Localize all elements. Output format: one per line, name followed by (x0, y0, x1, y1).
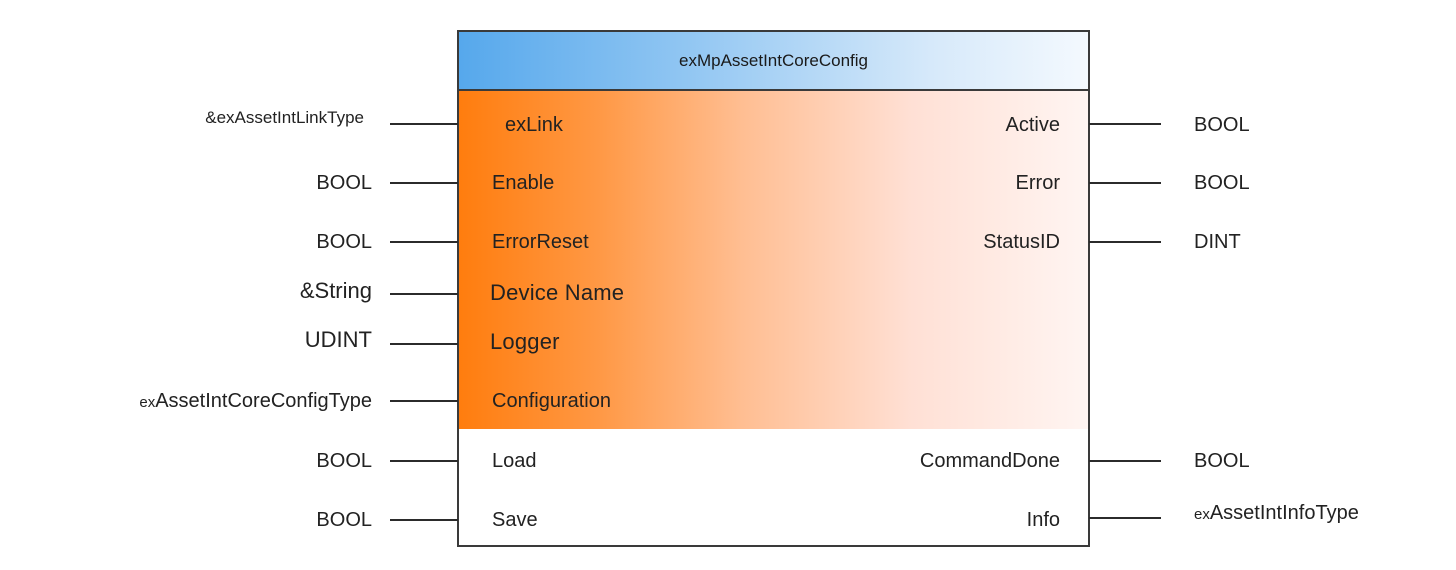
output-wire-active (1089, 123, 1161, 125)
input-wire-save (390, 519, 458, 521)
input-type-enable: BOOL (316, 172, 372, 194)
output-wire-commanddone (1089, 460, 1161, 462)
output-pin-commanddone: CommandDone (919, 450, 1060, 472)
input-wire-errorreset (390, 241, 458, 243)
output-pin-statusid: StatusID (983, 231, 1060, 253)
output-pin-active: Active (1005, 114, 1060, 136)
input-pin-logger: Logger (490, 329, 560, 354)
input-pin-device-name: Device Name (490, 280, 625, 305)
input-type-errorreset: BOOL (316, 231, 372, 253)
input-wire-logger (390, 343, 458, 345)
input-type-device-name: &String (299, 278, 372, 303)
output-wire-info (1089, 517, 1161, 519)
input-wire-exlink (390, 123, 458, 125)
input-type-load: BOOL (316, 450, 372, 472)
function-block: exMpAssetIntCoreConfig (457, 30, 1090, 547)
input-wire-configuration (390, 400, 458, 402)
input-wire-device-name (390, 293, 458, 295)
input-type-exlink: &exAssetIntLinkType (205, 108, 364, 127)
output-type-statusid: DINT (1194, 231, 1241, 253)
input-pin-enable: Enable (492, 172, 555, 194)
input-wire-load (390, 460, 458, 462)
output-pin-error: Error (1015, 172, 1060, 194)
output-wire-statusid (1089, 241, 1161, 243)
input-pin-save: Save (492, 509, 538, 531)
input-type-logger: UDINT (304, 327, 372, 352)
input-pin-errorreset: ErrorReset (492, 231, 589, 253)
input-pin-configuration: Configuration (492, 390, 611, 412)
block-parameter-region (459, 91, 1088, 429)
output-wire-error (1089, 182, 1161, 184)
input-pin-load: Load (492, 450, 537, 472)
output-pin-info: Info (1026, 509, 1060, 531)
output-type-info: exAssetIntInfoType (1194, 502, 1359, 524)
output-type-error: BOOL (1194, 172, 1250, 194)
input-type-configuration: exAssetIntCoreConfigType (139, 390, 372, 412)
block-title: exMpAssetIntCoreConfig (459, 32, 1088, 91)
input-type-save: BOOL (316, 509, 372, 531)
input-pin-exlink: exLink (505, 114, 563, 136)
output-type-commanddone: BOOL (1194, 450, 1250, 472)
input-wire-enable (390, 182, 458, 184)
output-type-active: BOOL (1194, 114, 1250, 136)
